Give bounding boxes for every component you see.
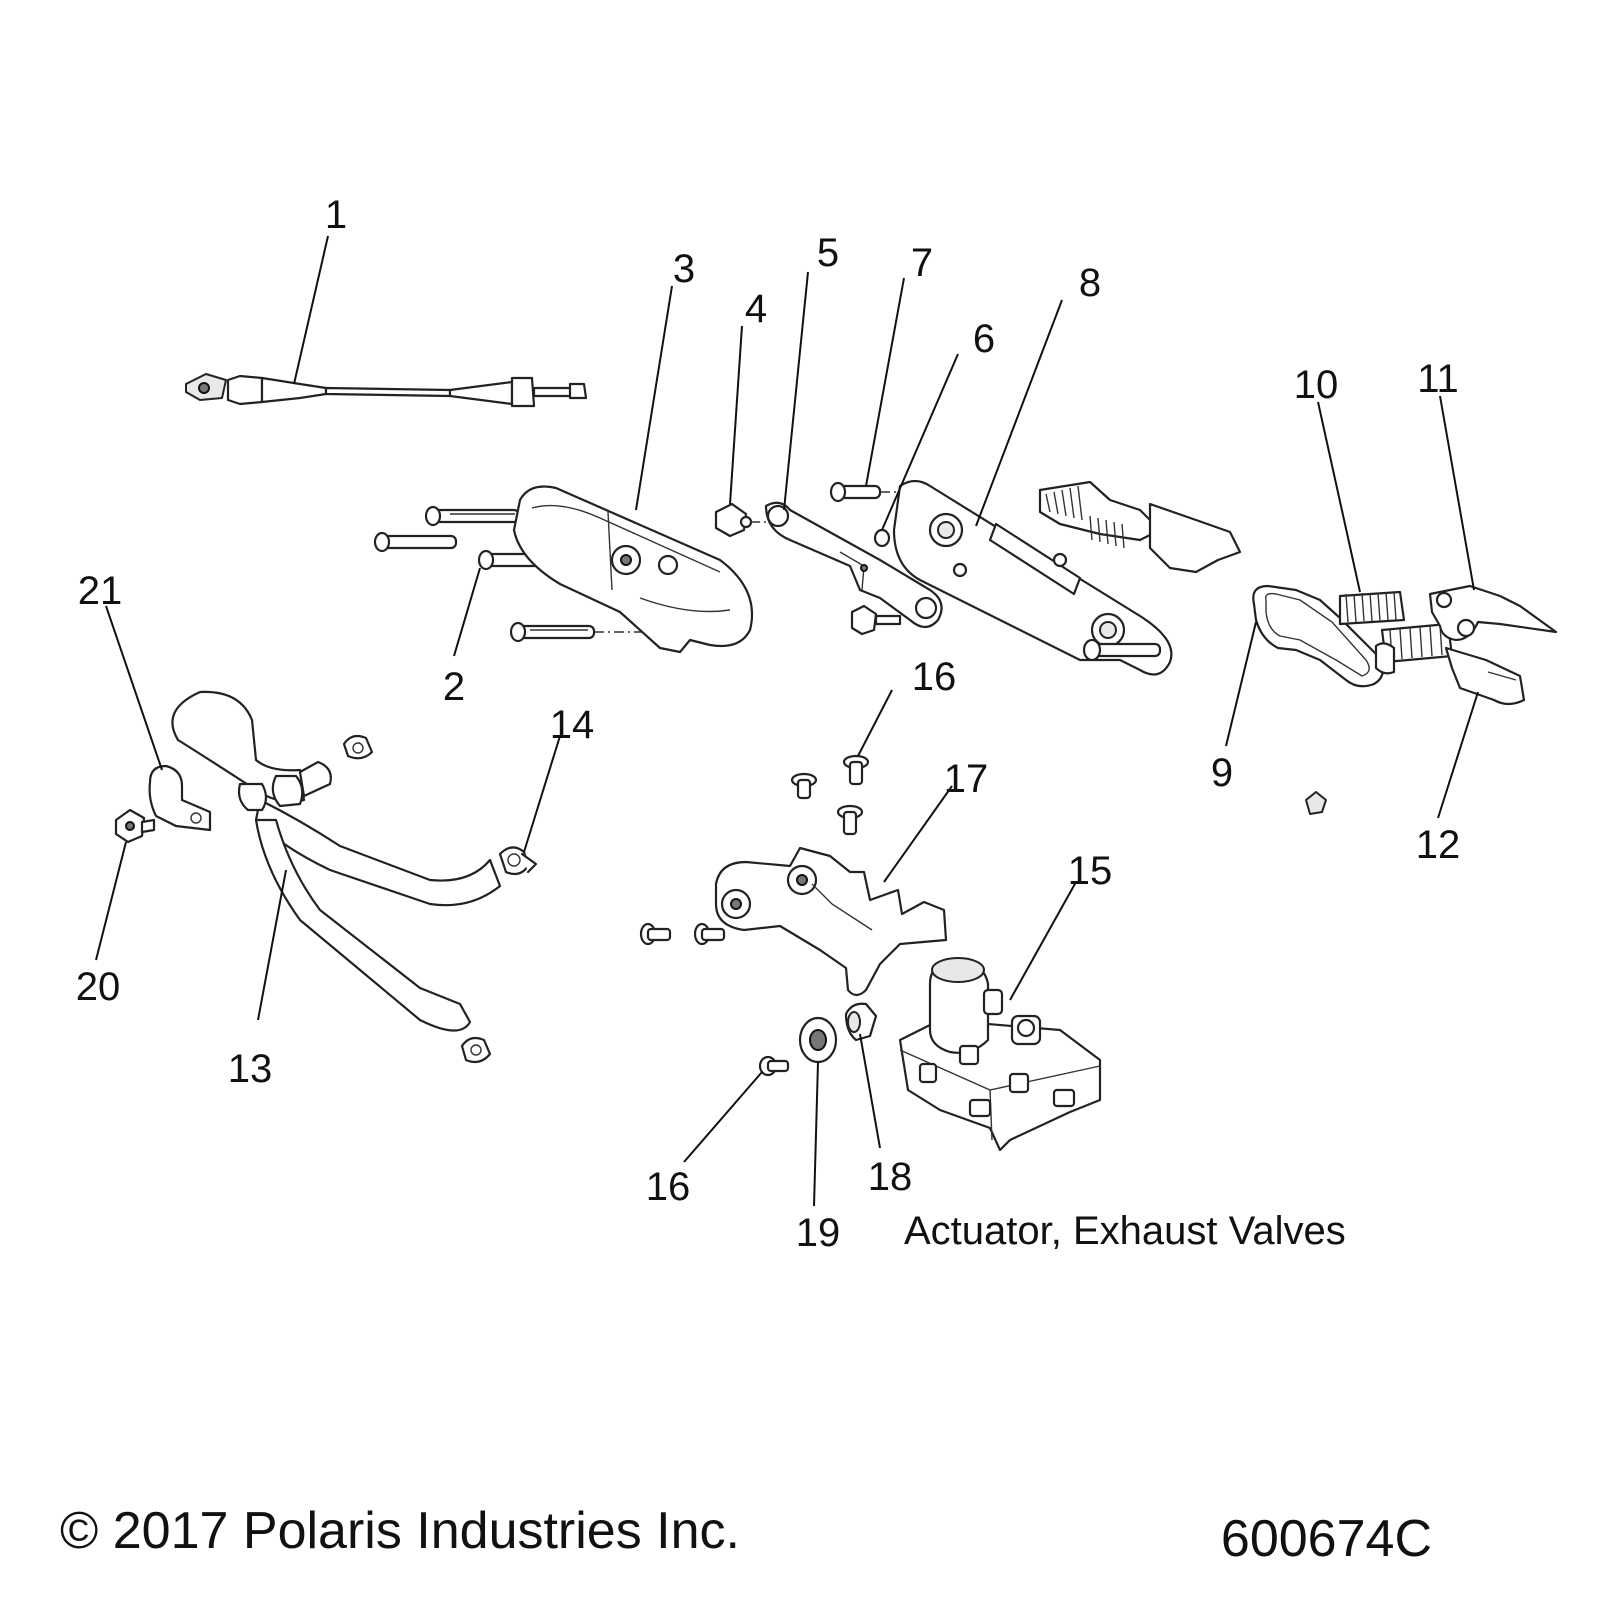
callout-13: 13 [228, 1047, 273, 1091]
callout-1: 1 [325, 193, 347, 237]
part-8-flange-plate[interactable] [892, 479, 1173, 676]
valve-springs-upper[interactable] [1038, 480, 1242, 574]
part-7-bolt[interactable] [829, 481, 898, 503]
copyright-text: © 2017 Polaris Industries Inc. [60, 1502, 740, 1560]
part-16-screws-side[interactable] [639, 922, 726, 946]
part-14-hose-clamp[interactable] [498, 846, 538, 876]
callout-3: 3 [673, 247, 695, 291]
callout-15: 15 [1068, 849, 1113, 893]
callout-16-lower: 16 [646, 1165, 691, 1209]
part-3-valve-housing[interactable] [512, 485, 754, 654]
callout-10: 10 [1294, 363, 1339, 407]
part-19-washer[interactable] [798, 1016, 838, 1064]
callout-16-upper: 16 [912, 655, 957, 699]
part-5-linkage-lever[interactable] [764, 501, 943, 629]
small-nut[interactable] [1305, 791, 1327, 815]
callout-7: 7 [911, 241, 933, 285]
part-17-bracket[interactable] [714, 846, 948, 997]
part-15-actuator[interactable] [898, 957, 1102, 1152]
part-4-bolt[interactable] [714, 502, 770, 538]
spring-lower[interactable] [1374, 622, 1454, 675]
callout-labels: 1 2 3 4 5 6 7 8 9 10 11 12 13 14 15 16 1… [76, 193, 1461, 1255]
part-21-p-clamp[interactable] [148, 764, 212, 832]
part-16-screw-lower[interactable] [758, 1055, 790, 1077]
part-13-hose[interactable] [171, 690, 502, 1032]
part-12-valve[interactable] [1444, 646, 1526, 706]
callout-11: 11 [1417, 357, 1459, 401]
part-20-bolt[interactable] [114, 808, 156, 844]
part-1-cable[interactable] [185, 373, 588, 408]
callout-8: 8 [1079, 261, 1101, 305]
hose-clamp-lower[interactable] [460, 1036, 492, 1064]
drawing-number: 600674C [1221, 1510, 1432, 1568]
callout-6: 6 [973, 317, 995, 361]
part-9-gasket[interactable] [1252, 584, 1385, 688]
callout-17: 17 [944, 757, 989, 801]
callout-4: 4 [745, 287, 767, 331]
leader-lines [95, 235, 1479, 1207]
callout-9: 9 [1211, 751, 1233, 795]
lever-bolt[interactable] [850, 604, 902, 636]
part-10-spring[interactable] [1338, 590, 1406, 626]
part-11-valve[interactable] [1428, 584, 1558, 642]
part-18-bushing[interactable] [844, 1002, 878, 1042]
callout-2: 2 [443, 665, 465, 709]
callout-18: 18 [868, 1155, 913, 1199]
part-6-bushing[interactable] [873, 528, 891, 548]
hose-clamp-upper[interactable] [342, 734, 374, 760]
part-16-screws-upper[interactable] [790, 754, 870, 836]
callout-21: 21 [78, 569, 123, 613]
callout-5: 5 [817, 231, 839, 275]
callout-12: 12 [1416, 823, 1461, 867]
callout-20: 20 [76, 965, 121, 1009]
diagram-caption: Actuator, Exhaust Valves [904, 1209, 1346, 1253]
callout-19: 19 [796, 1211, 841, 1255]
callout-14: 14 [550, 703, 595, 747]
